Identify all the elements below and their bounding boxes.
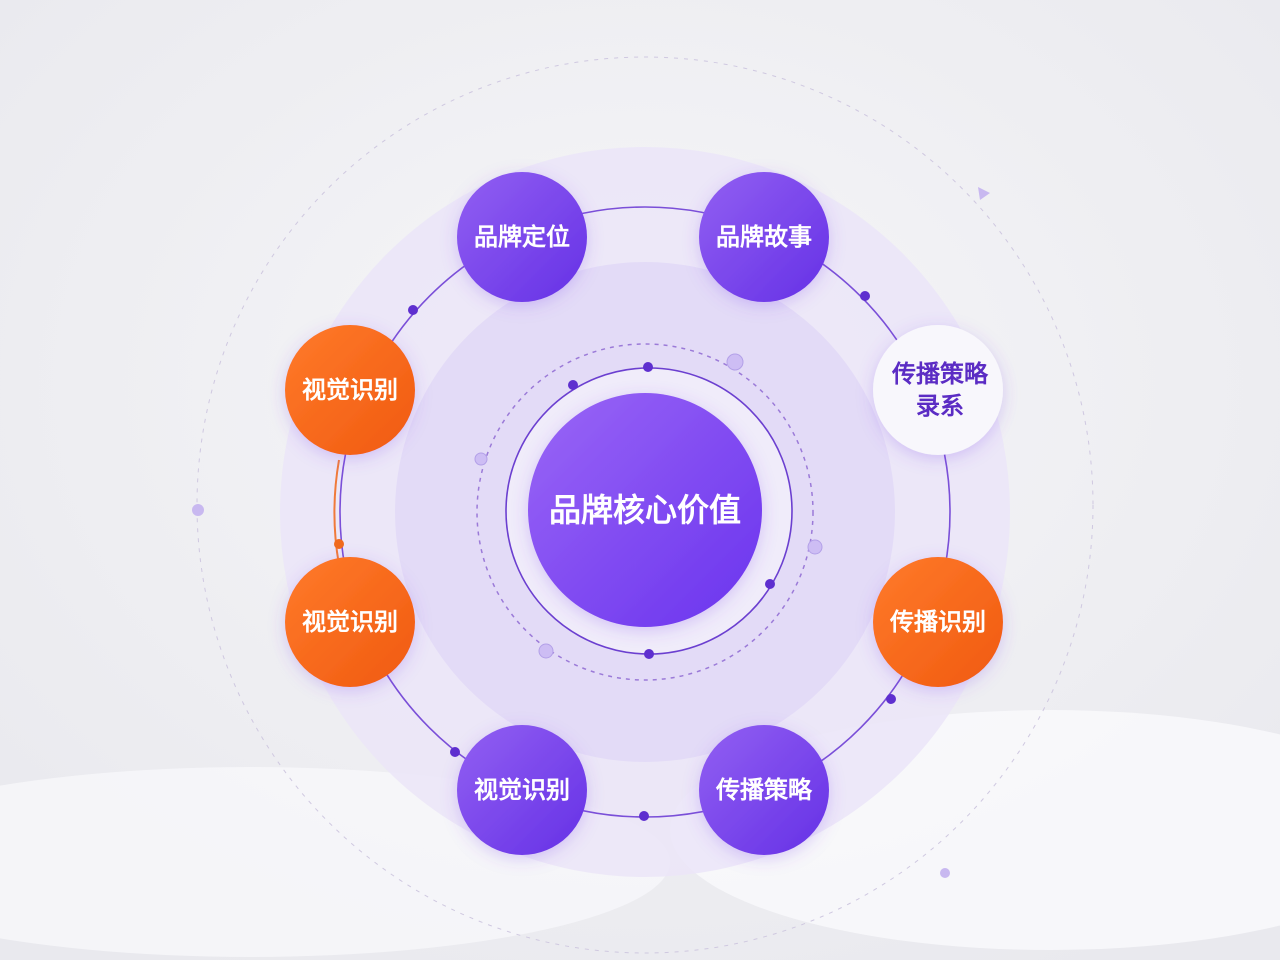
ring-dot <box>450 747 460 757</box>
node-label-line1: 传播策略 <box>891 360 989 388</box>
ring-dot <box>334 539 344 549</box>
ring-dot <box>860 291 870 301</box>
node-visual-identity-left-upper[interactable]: 视觉识别 <box>285 325 415 455</box>
orbit-arrow-icon <box>978 187 990 200</box>
node-label: 视觉识别 <box>302 376 398 404</box>
node-label: 传播识别 <box>889 608 986 636</box>
node-label: 品牌故事 <box>716 223 812 251</box>
center-node[interactable]: 品牌核心价值 <box>528 393 762 627</box>
node-brand-story[interactable]: 品牌故事 <box>699 172 829 302</box>
node-communication-system[interactable]: 传播策略 录系 <box>873 325 1003 455</box>
inner-dashed-orbit <box>476 343 814 681</box>
orange-ring-segment <box>333 459 340 566</box>
orbit-dot <box>568 380 578 390</box>
orbit-bubble <box>474 452 488 466</box>
orbit-dot <box>192 504 204 516</box>
center-label: 品牌核心价值 <box>549 491 741 529</box>
orbit-dot <box>765 579 775 589</box>
orbit-dot <box>643 362 653 372</box>
orbit-dot <box>644 649 654 659</box>
node-communication-identity[interactable]: 传播识别 <box>873 557 1003 687</box>
node-label: 品牌定位 <box>474 223 570 251</box>
node-visual-identity-left-lower[interactable]: 视觉识别 <box>285 557 415 687</box>
node-visual-identity-bottom[interactable]: 视觉识别 <box>457 725 587 855</box>
ring-dot <box>408 305 418 315</box>
outer-dashed-orbit <box>196 56 1094 954</box>
orbit-dot <box>940 868 950 878</box>
node-label: 视觉识别 <box>302 608 398 636</box>
orbit-bubble <box>726 353 744 371</box>
ring-dot <box>886 694 896 704</box>
orbit-bubble <box>807 539 823 555</box>
node-communication-strategy[interactable]: 传播策略 <box>699 725 829 855</box>
node-brand-positioning[interactable]: 品牌定位 <box>457 172 587 302</box>
node-label: 视觉识别 <box>474 776 570 804</box>
node-label: 传播策略 <box>715 776 813 804</box>
orbit-bubble <box>538 643 554 659</box>
node-label-line2: 录系 <box>916 392 964 420</box>
ring-dot <box>639 811 649 821</box>
